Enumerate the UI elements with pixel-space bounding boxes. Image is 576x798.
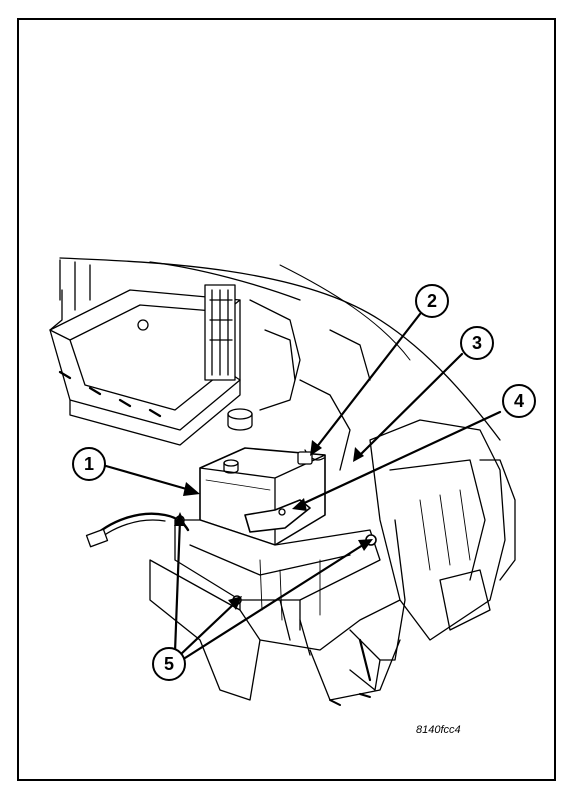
callout-1: 1 (72, 447, 106, 481)
callout-3: 3 (460, 326, 494, 360)
callout-2: 2 (415, 284, 449, 318)
leader-lines (104, 312, 502, 660)
hood-edge (59, 257, 501, 441)
fender-structure (349, 419, 516, 691)
callout-5: 5 (152, 647, 186, 681)
battery-cable (297, 449, 325, 465)
intake-duct (204, 284, 236, 381)
figure-code: 8140fcc4 (416, 724, 461, 736)
callout-4: 4 (502, 384, 536, 418)
figure-frame (17, 18, 556, 781)
